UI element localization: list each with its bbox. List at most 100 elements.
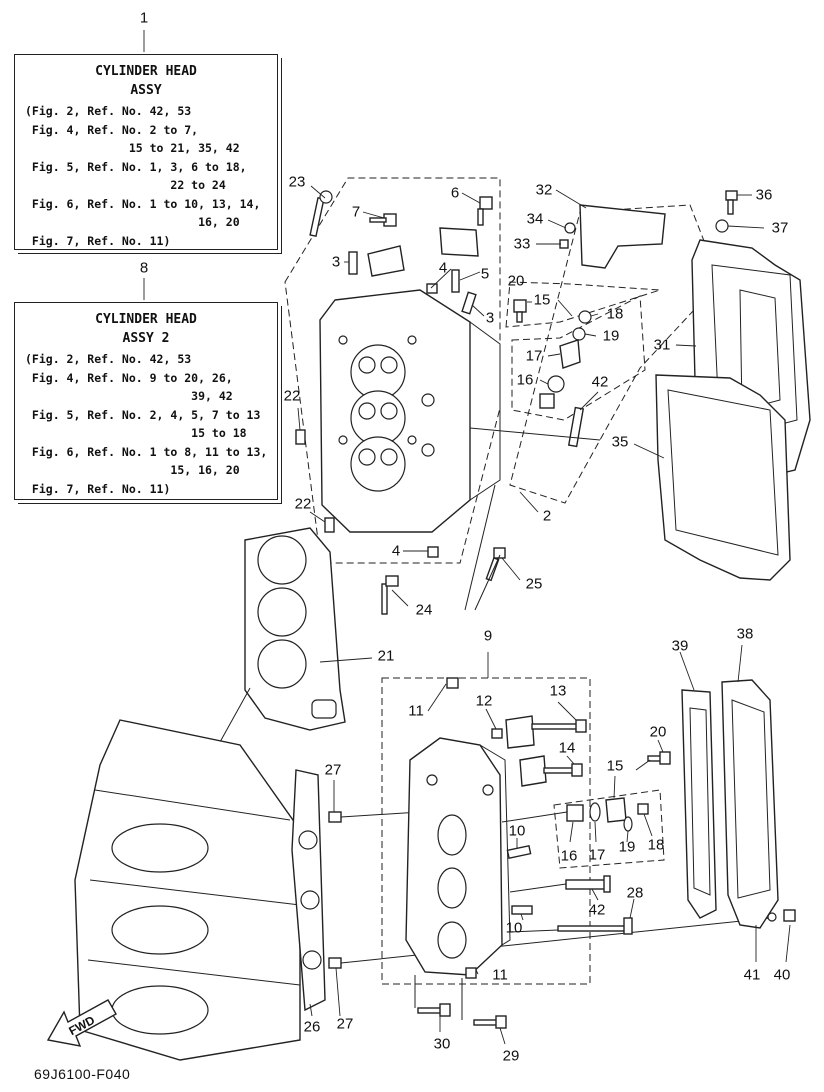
guide-line-upper: [464, 484, 496, 611]
cylinder-head-lower: [405, 737, 511, 976]
sparkplug-42a: [567, 406, 585, 448]
assy-1-title: CYLINDER HEAD: [95, 64, 197, 79]
callout-2: 2: [542, 507, 552, 525]
bolt-36: [725, 190, 738, 215]
plug-11b: [465, 967, 477, 979]
assy-2-box: CYLINDER HEAD ASSY 2 (Fig. 2, Ref. No. 4…: [14, 302, 278, 500]
cap-upper-2: [439, 227, 479, 257]
cap-upper-1: [367, 245, 405, 277]
bolt-40: [783, 909, 796, 922]
callout-20a: 20: [507, 272, 525, 290]
bolt-23: [309, 190, 333, 238]
bolt-29: [473, 1015, 507, 1029]
assy-1-line: Fig. 5, Ref. No. 1, 3, 6 to 18,: [25, 159, 247, 174]
plug-4b: [427, 546, 439, 558]
assy-1-box: CYLINDER HEAD ASSY (Fig. 2, Ref. No. 42,…: [14, 54, 278, 250]
gasket-35: [655, 374, 791, 581]
bolt-14: [543, 763, 583, 777]
seal-17b: [589, 802, 601, 822]
callout-12: 12: [475, 692, 493, 710]
guide-line-42b: [509, 883, 567, 893]
plug-11a: [446, 677, 459, 689]
assy-1-line: Fig. 7, Ref. No. 11): [25, 233, 171, 248]
leader-2: [519, 491, 539, 513]
callout-39: 39: [671, 637, 689, 655]
pin-10b: [511, 905, 533, 915]
callout-36: 36: [755, 186, 773, 204]
callout-14: 14: [558, 739, 576, 757]
cap-lower-1: [505, 715, 535, 749]
thermostat-dash-lower: [553, 789, 665, 869]
callout-10b: 10: [505, 919, 523, 937]
callout-4b: 4: [391, 542, 401, 560]
callout-11b: 11: [492, 966, 508, 984]
callout-37: 37: [771, 219, 789, 237]
callout-33: 33: [513, 235, 531, 253]
callout-9: 9: [483, 627, 493, 645]
callout-28: 28: [626, 884, 644, 902]
bolt-13: [531, 719, 587, 733]
callout-27a: 27: [324, 761, 342, 779]
plug-4a: [426, 283, 438, 294]
callout-20b: 20: [649, 723, 667, 741]
callout-3b: 3: [485, 309, 495, 327]
assy-1-line: (Fig. 2, Ref. No. 42, 53: [25, 104, 192, 118]
bolt-18a: [578, 310, 592, 324]
washer-19b: [623, 816, 633, 832]
assy-1-subtitle: ASSY: [130, 82, 162, 98]
callout-3a: 3: [331, 253, 341, 271]
bolt-6: [477, 196, 493, 226]
thermostat-dash-2: [511, 295, 646, 421]
callout-25: 25: [525, 575, 543, 593]
seal-16a: [547, 375, 565, 393]
sparkplug-42b: [565, 875, 611, 893]
callout-42b: 42: [588, 901, 606, 919]
washer-19a: [572, 327, 586, 341]
callout-22b: 22: [294, 495, 312, 513]
guide-line-thermo: [501, 811, 568, 823]
callout-15b: 15: [606, 757, 624, 775]
callout-30: 30: [433, 1035, 451, 1053]
dowel-27a: [328, 811, 342, 823]
bolt-25: [485, 547, 506, 582]
assy-2-title: CYLINDER HEAD: [95, 312, 197, 327]
bolt-30: [417, 1003, 451, 1017]
assy-2-line: Fig. 6, Ref. No. 1 to 8, 11 to 13,: [25, 444, 268, 459]
guide-line-27a: [340, 811, 421, 818]
assy-2-line: Fig. 5, Ref. No. 2, 4, 5, 7 to 13: [25, 407, 261, 422]
callout-40: 40: [773, 966, 791, 984]
bolt-20a: [513, 299, 527, 323]
callout-38: 38: [736, 625, 754, 643]
gasket-26: [291, 769, 326, 1012]
cylinder-block: [74, 719, 301, 1061]
assy-2-line: 39, 42: [25, 389, 233, 403]
cover-15b: [605, 797, 627, 823]
head-gasket-21: [244, 527, 346, 731]
callout-27b: 27: [336, 1015, 354, 1033]
pin-5: [451, 269, 460, 293]
cover-17a: [559, 339, 581, 369]
guide-line-sparkplug: [469, 427, 601, 441]
callout-29: 29: [502, 1047, 520, 1065]
callout-7: 7: [351, 203, 361, 221]
washer-41: [767, 912, 777, 922]
fwd-arrow-icon: [46, 999, 117, 1047]
assy-2-line: Fig. 4, Ref. No. 9 to 20, 26,: [25, 370, 233, 385]
assy-1-line: 15 to 21, 35, 42: [25, 141, 240, 155]
leader-40: [785, 924, 791, 963]
dowel-3a: [348, 251, 358, 275]
callout-10a: 10: [508, 822, 526, 840]
callout-18b: 18: [647, 836, 665, 854]
assy-1-line: 16, 20: [25, 215, 240, 229]
cap-lower-2: [519, 755, 547, 787]
callout-34: 34: [526, 210, 544, 228]
bolt-7: [369, 213, 397, 227]
assy-2-boundary: [381, 677, 591, 985]
assy-2-line: (Fig. 2, Ref. No. 42, 53: [25, 352, 192, 366]
callout-32: 32: [535, 181, 553, 199]
bolt-20b: [647, 751, 671, 765]
callout-16a: 16: [516, 371, 534, 389]
sleeve-22b: [324, 517, 335, 533]
assy-2-line: Fig. 7, Ref. No. 11): [25, 481, 171, 496]
callout-19b: 19: [618, 838, 636, 856]
